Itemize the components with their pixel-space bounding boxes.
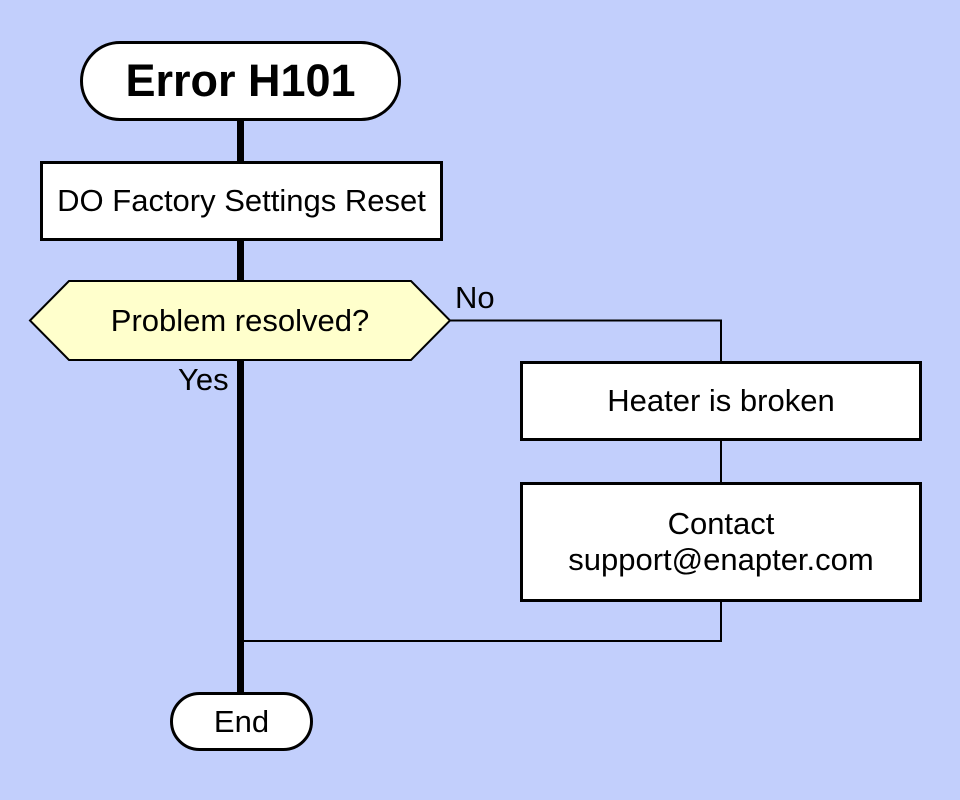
process-node-heater-broken: Heater is broken — [520, 361, 922, 441]
decision-node-label: Problem resolved? — [110, 303, 370, 338]
start-node-error-h101: Error H101 — [80, 41, 401, 121]
decision-hexagon-shape — [28, 280, 452, 361]
end-node: End — [170, 692, 313, 751]
edge-label-no: No — [455, 280, 495, 315]
process-node-contact-support: Contact support@enapter.com — [520, 482, 922, 602]
process-node-factory-reset: DO Factory Settings Reset — [40, 161, 443, 241]
edge-no-decision-to-heater — [448, 319, 722, 365]
edge-label-yes: Yes — [178, 362, 229, 397]
edge-contact-return-to-main-line — [240, 598, 722, 642]
